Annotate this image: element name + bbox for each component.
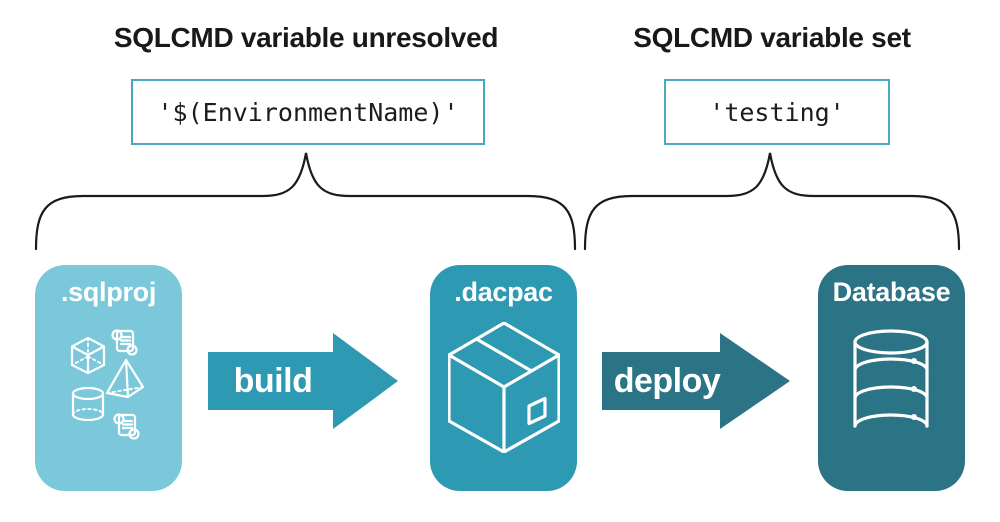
unresolved-heading: SQLCMD variable unresolved <box>113 22 499 53</box>
set-heading: SQLCMD variable set <box>633 22 911 53</box>
build-arrow: build <box>208 333 398 429</box>
stage-card-database: Database <box>818 265 965 491</box>
left-brace-icon <box>34 152 577 251</box>
right-brace-icon <box>583 152 961 251</box>
unresolved-code-box: '$(EnvironmentName)' <box>131 79 485 145</box>
database-stack-icon <box>853 329 929 428</box>
build-arrow-label: build <box>233 361 313 400</box>
script-icon <box>113 413 140 440</box>
unresolved-code-text: '$(EnvironmentName)' <box>157 97 459 127</box>
deploy-arrow-label: deploy <box>613 361 721 400</box>
stage-title-dacpac: .dacpac <box>454 277 553 307</box>
stage-card-sqlproj: .sqlproj <box>35 265 182 491</box>
package-box-icon <box>448 322 560 453</box>
pyramid-icon <box>105 358 145 399</box>
stage-card-dacpac: .dacpac <box>430 265 577 491</box>
right-arrow-icon <box>208 333 398 429</box>
deploy-arrow: deploy <box>602 333 790 429</box>
set-code-text: 'testing' <box>709 97 845 127</box>
right-arrow-icon <box>602 333 790 429</box>
cylinder-icon <box>71 386 105 422</box>
stage-title-database: Database <box>832 277 951 307</box>
stage-title-sqlproj: .sqlproj <box>60 277 157 307</box>
script-icon <box>111 329 138 356</box>
sql-objects-icon-group <box>70 329 145 440</box>
cube-icon <box>70 336 106 375</box>
set-code-box: 'testing' <box>664 79 890 145</box>
